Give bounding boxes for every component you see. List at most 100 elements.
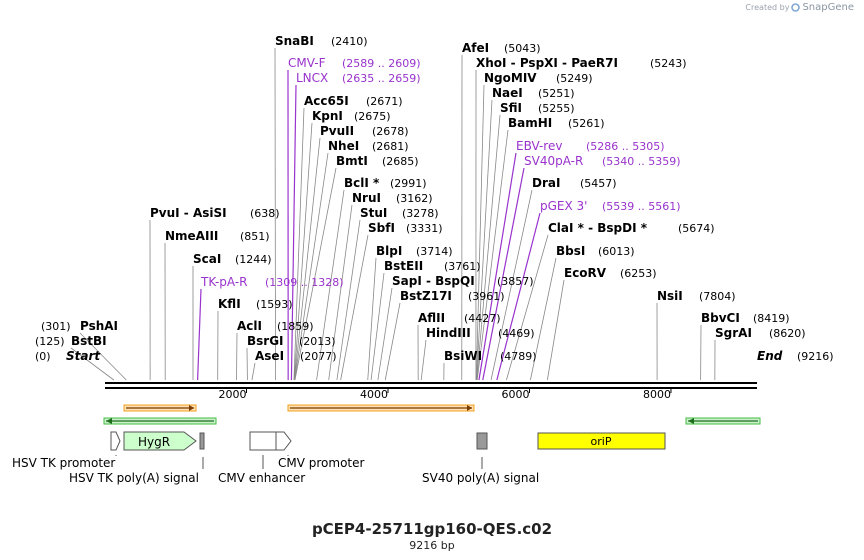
site-lines — [70, 47, 716, 381]
feature-label: CMV enhancer — [218, 471, 305, 485]
site-tick-bstbi — [70, 347, 115, 381]
site-pos: (3278) — [402, 207, 439, 220]
site-tick-sbfi — [340, 234, 369, 381]
hygr-label: HygR — [138, 435, 170, 449]
credit-prefix: Created by — [745, 3, 790, 12]
site-pos: (1244) — [235, 253, 272, 266]
site-tick-asei — [251, 362, 256, 381]
site-tick-pshai — [79, 332, 127, 381]
feature-label: HSV TK promoter — [12, 456, 115, 470]
axis-tick-label: 6000 — [501, 388, 529, 401]
site-pos: (2678) — [372, 125, 409, 138]
site-pos: (2671) — [366, 95, 403, 108]
site-label: AfeI — [462, 41, 489, 55]
site-tick-blpi — [367, 257, 377, 381]
site-tick-ngomiv — [475, 84, 485, 381]
hsv-tk-polya-feature — [199, 432, 205, 450]
site-label: SapI - BspQI — [392, 274, 475, 288]
site-pos: (4469) — [498, 327, 535, 340]
site-pos: (125) — [35, 335, 65, 348]
site-tick-bcli- — [316, 189, 345, 381]
site-pos: (6013) — [598, 245, 635, 258]
site-label: BsrGI — [247, 334, 284, 348]
orf-arrow-2 — [287, 404, 475, 412]
site-pos: (2685) — [382, 155, 419, 168]
site-tick-bmti — [294, 167, 337, 381]
site-pos: (1593) — [256, 298, 293, 311]
feature-label: HSV TK poly(A) signal — [69, 471, 199, 485]
site-pos: (4427) — [464, 312, 501, 325]
axis-tick-label: 4000 — [360, 388, 388, 401]
site-label: KflI — [218, 297, 241, 311]
plasmid-length: 9216 bp — [409, 539, 455, 552]
site-label: ClaI * - BspDI * — [548, 221, 648, 235]
axis-line-top — [105, 382, 757, 384]
site-label: pGEX 3' — [540, 199, 587, 213]
site-label: SbfI — [368, 221, 395, 235]
site-label: NheI — [328, 139, 359, 153]
axis-tick-label: 8000 — [643, 388, 671, 401]
site-pos: (5340 .. 5359) — [602, 155, 681, 168]
site-pos: (8620) — [769, 327, 806, 340]
site-pos: (1859) — [277, 320, 314, 333]
snapgene-logo-icon — [791, 3, 801, 12]
site-tick-hindiii — [420, 339, 427, 381]
site-label: PvuII — [320, 124, 354, 138]
site-pos: (1309 .. 1328) — [265, 276, 344, 289]
site-pos: (2013) — [299, 335, 336, 348]
site-pos: (3961) — [468, 290, 505, 303]
site-tick-pvuii — [294, 137, 321, 381]
site-tick-ebv-rev — [478, 152, 517, 381]
site-label: SV40pA-R — [524, 154, 583, 168]
hygr-feature — [123, 431, 197, 451]
axis-line-bottom — [105, 387, 757, 389]
site-tick-acc65i — [293, 107, 305, 381]
site-pos: (5261) — [568, 117, 605, 130]
site-pos: (5457) — [580, 177, 617, 190]
site-label: HindIII — [426, 326, 471, 340]
site-pos: (3857) — [497, 275, 534, 288]
site-pos: (4789) — [500, 350, 537, 363]
site-pos: (5243) — [650, 57, 687, 70]
site-tick-pgex-3- — [496, 212, 541, 381]
orip-feature — [537, 432, 666, 450]
site-pos: (301) — [41, 320, 71, 333]
site-label-end: End — [757, 349, 783, 363]
site-tick-sapi-bspqi — [377, 287, 393, 381]
site-label: BstBI — [71, 334, 107, 348]
site-pos: (3761) — [444, 260, 481, 273]
site-label: PvuI - AsiSI — [150, 206, 227, 220]
site-label: NruI — [352, 191, 381, 205]
site-pos: (3162) — [396, 192, 433, 205]
credit-brand: SnapGene — [802, 2, 854, 13]
site-pos: (2675) — [354, 110, 391, 123]
site-label: DraI — [532, 176, 560, 190]
site-tick-nhei — [294, 152, 329, 381]
site-tick-drai — [490, 189, 533, 381]
site-label: BclI * — [344, 176, 380, 190]
site-label: EBV-rev — [516, 139, 562, 153]
snapgene-credit: Created by SnapGene — [745, 2, 854, 13]
site-label: XhoI - PspXI - PaeR7I — [476, 56, 618, 70]
site-tick-kpni — [293, 122, 313, 381]
plasmid-title: pCEP4-25711gp160-QES.c02 — [311, 520, 553, 538]
site-label: NgoMIV — [484, 71, 537, 85]
site-pos: (5043) — [504, 42, 541, 55]
site-label: SgrAI — [715, 326, 752, 340]
cmv-enhancer-feature — [249, 431, 277, 451]
site-tick-ecorv — [546, 279, 565, 381]
axis-tick-label: 2000 — [218, 388, 246, 401]
site-label: Acc65I — [304, 94, 349, 108]
site-pos: (2410) — [331, 35, 368, 48]
site-pos: (2635 .. 2659) — [342, 72, 421, 85]
site-tick-lncx — [290, 84, 297, 381]
site-label: AseI — [255, 349, 284, 363]
feature-label: SV40 poly(A) signal — [422, 471, 539, 485]
site-pos: (0) — [35, 350, 51, 363]
site-pos: (2077) — [300, 350, 337, 363]
site-pos: (2681) — [372, 140, 409, 153]
site-label: KpnI — [312, 109, 343, 123]
site-pos: (851) — [240, 230, 270, 243]
